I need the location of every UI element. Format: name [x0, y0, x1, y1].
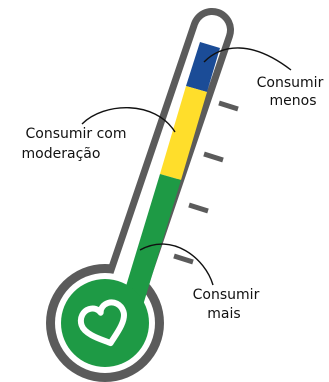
label-consumir-menos: Consumir menos: [257, 75, 324, 109]
scale-tick: [174, 256, 193, 262]
label-line: Consumir: [193, 287, 260, 303]
label-line: menos: [270, 93, 317, 109]
bulb-green: [61, 279, 149, 367]
scale-tick: [189, 205, 208, 211]
label-line: mais: [207, 306, 240, 322]
scale-tick: [204, 154, 223, 160]
label-line: Consumir com: [25, 126, 126, 142]
scale-tick: [219, 103, 238, 109]
label-line: Consumir: [257, 75, 324, 91]
label-line: moderação: [22, 146, 101, 162]
label-consumir-mais: Consumir mais: [193, 287, 260, 322]
label-consumir-com-moderacao: Consumir com moderação: [22, 126, 127, 162]
